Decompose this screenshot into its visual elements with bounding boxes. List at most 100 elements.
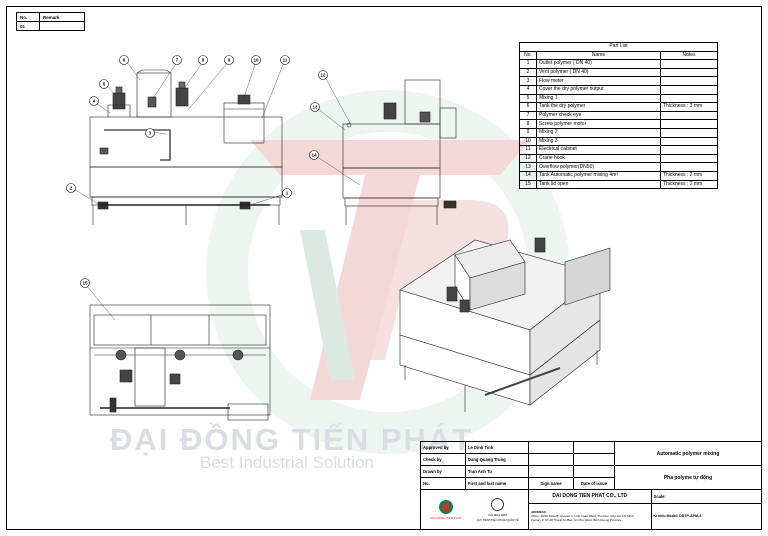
company-logo-icon (439, 499, 454, 514)
approved-label: Approved by (420, 441, 466, 454)
part-list-cell-notes (660, 162, 718, 172)
svg-text:7: 7 (176, 58, 179, 63)
side-view (342, 79, 457, 225)
part-list-cell-no: 13 (519, 162, 537, 172)
revision-row-remark (39, 21, 85, 31)
callout-4: 4 (89, 96, 99, 106)
address-title: ADDRESS: (531, 510, 547, 515)
part-list-cell-no: 4 (519, 84, 537, 95)
svg-text:3: 3 (149, 131, 152, 136)
callout-8: 8 (198, 55, 208, 65)
svg-text:15: 15 (82, 281, 88, 286)
part-list-cell-name: Crane hook (536, 153, 661, 164)
part-list-cell-notes (660, 110, 718, 121)
check-label: Check by (420, 453, 466, 466)
part-list-cell-no: 5 (519, 93, 537, 104)
callout-2: 2 (66, 183, 76, 193)
company-name: DAI DONG TIEN PHAT CO., LTD (528, 489, 652, 504)
part-list-header-notes: Notes (660, 50, 718, 61)
part-list-cell-name: Tank the dry polymer (536, 102, 661, 112)
part-list-cell-notes: Thickness : 3 mm (660, 102, 718, 112)
part-list-cell-no: 12 (519, 153, 537, 164)
part-list-cell-name: Tank lid open (536, 179, 661, 190)
callout-9: 9 (224, 55, 234, 65)
callout-11: 11 (280, 55, 290, 65)
side-hopper (404, 79, 441, 125)
model-code: Kí hiệu Model: DDTP-APM-4 (650, 502, 763, 531)
callout-14: 14 (309, 150, 319, 160)
part-list-cell-name: Outlet polymer ( DN 40) (536, 59, 661, 69)
part-list-cell-name: Polymer check eye (536, 110, 661, 121)
part-list-cell-no: 2 (519, 67, 537, 78)
drawn-name: Tran Anh Tu (465, 465, 529, 478)
part-list-cell-notes (660, 136, 718, 147)
drawing-frame (6, 6, 762, 530)
svg-text:4: 4 (93, 99, 96, 104)
watermark-company: ĐẠI ĐỒNG TIẾN PHÁT (110, 422, 474, 457)
address-factory: Factory 2: 37-48 Thanh An Bac, An Phu Wa… (531, 518, 623, 523)
part-list-cell-notes: Thickness : 2 mm (660, 170, 718, 181)
part-list-cell-name: Mixing 2 (536, 127, 661, 138)
front-view (89, 69, 283, 225)
part-list-cell-no: 8 (519, 119, 537, 129)
svg-text:13: 13 (312, 105, 318, 110)
part-list-cell-notes (660, 145, 718, 155)
svg-text:5: 5 (103, 82, 106, 87)
part-list-cell-notes (660, 93, 718, 104)
part-list-cell-notes (660, 153, 718, 164)
callout-1: 1 (282, 188, 292, 198)
isometric-view (399, 237, 611, 412)
sign-name-label: Sign name (528, 477, 574, 490)
part-list-cell-notes: Thickness : 2 mm (660, 179, 718, 190)
check-name: Dang Quang Trung (465, 453, 529, 466)
part-list-cell-notes (660, 127, 718, 138)
part-list-cell-no: 11 (519, 145, 537, 155)
project-name-en: Automatic polymer mixing (614, 441, 762, 466)
part-list-cell-name: Mixing 1 (536, 93, 661, 104)
drawn-label: Drawn by (420, 465, 466, 478)
top-view (89, 304, 271, 421)
scale-label: Scale: (650, 489, 763, 504)
callout-15: 15 (80, 278, 90, 288)
iso-sub-caption: QUY TRÌNH TIÊU CHUẨN QUỐC TẾ (476, 518, 519, 522)
svg-text:8: 8 (202, 58, 205, 63)
callout-6: 6 (119, 55, 129, 65)
no-label: No. (420, 477, 466, 490)
part-list-cell-no: 7 (519, 110, 537, 121)
part-list-cell-no: 15 (519, 179, 537, 190)
part-list-cell-no: 14 (519, 170, 537, 181)
first-last-label: First and last name (465, 477, 529, 490)
part-list-cell-notes (660, 59, 718, 69)
watermark-slogan: Best Industrial Solution (200, 453, 374, 472)
svg-text:12: 12 (320, 73, 326, 78)
part-list-cell-name: Mixing 3 (536, 136, 661, 147)
part-list-cell-no: 1 (519, 59, 537, 69)
callout-10: 10 (251, 55, 261, 65)
side-cabinet (439, 107, 457, 139)
svg-text:10: 10 (253, 58, 259, 63)
svg-text:9: 9 (228, 58, 231, 63)
svg-text:11: 11 (283, 58, 288, 63)
part-list-cell-notes (660, 84, 718, 95)
callout-13: 13 (310, 102, 320, 112)
part-list-cell-name: Tank Automatic polymer mixing 4m³ (536, 170, 661, 181)
part-list-cell-name: Overflow polymer(DN50) (536, 162, 661, 172)
part-list-cell-no: 10 (519, 136, 537, 147)
revision-table: No. Remark 01 (16, 12, 85, 31)
part-list-header-name: Name (536, 50, 661, 61)
callout-12: 12 (318, 70, 328, 80)
